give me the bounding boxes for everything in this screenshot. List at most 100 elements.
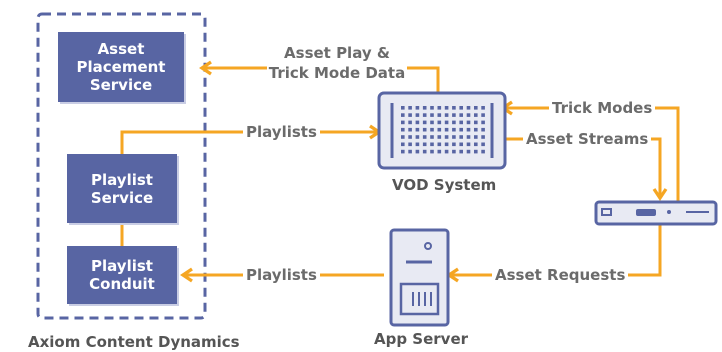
vod-panel-dot	[459, 149, 463, 154]
vod-panel-dot	[459, 127, 463, 132]
vod-panel-dot	[415, 127, 420, 132]
vod-panel-dot	[466, 127, 471, 132]
vod-panel-dot	[437, 113, 442, 117]
trick-modes-label: Trick Modes	[549, 99, 656, 117]
vod-panel-dot	[437, 127, 442, 132]
trick-modes-flow-arrow	[500, 100, 680, 202]
asset-placement-line-3: Service	[89, 76, 153, 94]
vod-panel-dot	[474, 113, 478, 117]
vod-panel-dot	[452, 106, 456, 110]
vod-panel-dot	[408, 106, 412, 110]
vod-panel-dot	[408, 142, 412, 147]
vod-panel-dot	[430, 113, 434, 117]
vod-panel-dot	[415, 113, 420, 117]
asset-placement-line-1: Asset	[97, 40, 145, 58]
vod-panel-dot	[459, 106, 463, 110]
vod-panel-dot	[415, 120, 420, 125]
vod-panel-dot	[430, 120, 434, 125]
vod-panel-dot	[422, 120, 427, 125]
app-server-caption: App Server	[374, 330, 469, 348]
asset-play-label-line-2: Trick Mode Data	[266, 64, 408, 82]
playlist-service-box: Playlist Service	[67, 154, 177, 223]
vod-panel-dot	[474, 127, 478, 132]
vod-panel-dot	[401, 149, 405, 154]
playlist-conduit-line-2: Conduit	[89, 275, 155, 293]
vod-panel-dot	[430, 149, 434, 154]
vod-panel-dot	[430, 142, 434, 147]
playlists-top-label: Playlists	[243, 123, 320, 141]
vod-panel-dot	[430, 127, 434, 132]
set-top-box-icon	[594, 200, 718, 226]
vod-panel-dot	[474, 120, 478, 125]
vod-panel-dot	[430, 135, 434, 139]
vod-panel-dot	[408, 149, 412, 154]
vod-panel-dot	[430, 106, 434, 110]
vod-panel-dot	[452, 135, 456, 139]
vod-server-icon	[377, 91, 507, 170]
vod-panel-dot	[437, 120, 442, 125]
vod-panel-dot	[481, 149, 485, 154]
vod-panel-dot	[474, 142, 478, 147]
vod-panel-dot	[422, 135, 427, 139]
vod-panel-dot	[408, 113, 412, 117]
vod-panel-dot	[408, 135, 412, 139]
axiom-group-boundary	[36, 12, 207, 320]
vod-panel-dot	[422, 142, 427, 147]
vod-panel-dot	[408, 127, 412, 132]
vod-panel-dot	[474, 149, 478, 154]
vod-panel-dot	[452, 127, 456, 132]
vod-panel-dot	[408, 120, 412, 125]
vod-panel-dot	[401, 142, 405, 147]
asset-streams-label: Asset Streams	[523, 130, 652, 148]
asset-requests-label: Asset Requests	[492, 266, 629, 284]
playlists-bottom-label: Playlists	[243, 266, 320, 284]
vod-panel-dot	[481, 106, 485, 110]
vod-system-caption: VOD System	[392, 176, 497, 194]
vod-panel-dot	[415, 149, 420, 154]
vod-panel-dot	[401, 127, 405, 132]
vod-panel-dot	[459, 120, 463, 125]
asset-placement-service-box: Asset Placement Service	[58, 32, 184, 102]
vod-panel-dot	[481, 135, 485, 139]
vod-panel-dot	[444, 135, 449, 139]
vod-panel-dot	[415, 142, 420, 147]
vod-panel-dot	[459, 142, 463, 147]
vod-panel-dot	[422, 127, 427, 132]
playlist-conduit-line-1: Playlist	[91, 257, 153, 275]
vod-panel-dot	[444, 106, 449, 110]
vod-panel-dot	[452, 142, 456, 147]
vod-panel-dot	[452, 120, 456, 125]
vod-panel-dot	[474, 135, 478, 139]
vod-panel-dot	[401, 113, 405, 117]
vod-panel-dot	[452, 149, 456, 154]
vod-panel-dot	[452, 113, 456, 117]
vod-panel-dot	[401, 135, 405, 139]
playlist-conduit-box: Playlist Conduit	[67, 246, 177, 304]
vod-panel-dot	[481, 113, 485, 117]
asset-placement-line-2: Placement	[76, 58, 166, 76]
vod-panel-dot	[444, 120, 449, 125]
vod-panel-dot	[474, 106, 478, 110]
tower-server-icon	[389, 228, 450, 327]
vod-panel-dot	[437, 135, 442, 139]
asset-play-label-line-1: Asset Play &	[284, 44, 390, 62]
vod-panel-dot	[401, 120, 405, 125]
vod-panel-dot	[422, 106, 427, 110]
vod-panel-dot	[466, 113, 471, 117]
axiom-group-caption: Axiom Content Dynamics	[28, 333, 240, 351]
asset-play-label: Asset Play &	[262, 44, 412, 62]
vod-panel-dot	[481, 127, 485, 132]
vod-panel-dot	[444, 142, 449, 147]
vod-panel-dot	[422, 149, 427, 154]
vod-panel-dot	[444, 127, 449, 132]
playlist-service-line-1: Playlist	[91, 170, 153, 189]
playlist-service-line-2: Service	[90, 188, 154, 207]
vod-panel-dot	[481, 120, 485, 125]
vod-panel-dot	[481, 142, 485, 147]
vod-panel-dot	[466, 142, 471, 147]
vod-panel-dot	[437, 106, 442, 110]
vod-panel-dot	[437, 142, 442, 147]
vod-panel-dot	[444, 149, 449, 154]
vod-panel-dot	[466, 149, 471, 154]
trick-mode-data-label: Trick Mode Data	[262, 64, 412, 82]
